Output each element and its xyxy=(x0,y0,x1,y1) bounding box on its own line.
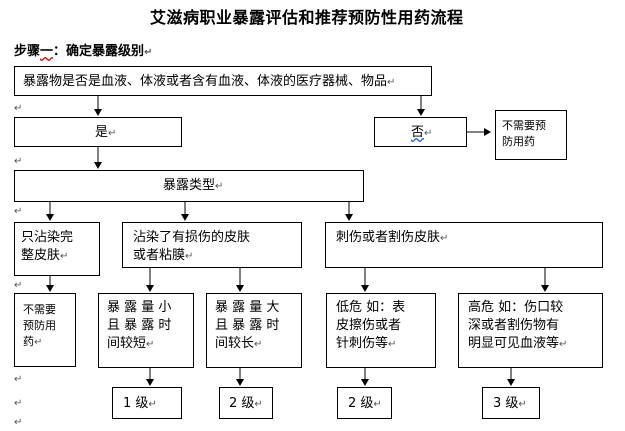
damaged-skin-box: 沾染了有损伤的皮肤 或者粘膜↵ xyxy=(122,222,302,268)
paragraph-mark: ↵ xyxy=(387,77,396,88)
level-text: 2 级 xyxy=(348,396,374,411)
intact-skin-line: 只沾染完 xyxy=(21,230,74,245)
no-text: 否 xyxy=(411,125,425,140)
paragraph-mark: ↵ xyxy=(14,206,23,217)
paragraph-mark: ↵ xyxy=(14,417,23,428)
exposure-type-box: 暴露类型↵ xyxy=(14,170,364,202)
no-result-line: 防用药 xyxy=(502,135,535,148)
large-exposure-line: 且 暴 露 时 xyxy=(215,318,280,333)
high-risk-box: 高危 如：伤口较 深或者割伤物有 明显可见血液等↵ xyxy=(458,293,603,368)
paragraph-mark: ↵ xyxy=(14,374,23,385)
paragraph-mark: ↵ xyxy=(518,399,527,410)
low-risk-line: 皮擦伤或者 xyxy=(336,318,402,333)
paragraph-mark: ↵ xyxy=(440,233,449,244)
question-box: 暴露物是否是血液、体液或者含有血液、体液的医疗器械、物品↵ xyxy=(14,66,432,96)
step-prefix: 步骤 xyxy=(14,44,41,59)
paragraph-mark: ↵ xyxy=(144,47,153,58)
high-risk-line: 深或者割伤物有 xyxy=(468,318,560,333)
paragraph-mark: ↵ xyxy=(14,398,23,409)
level-box-d: 3 级↵ xyxy=(482,387,540,419)
exposure-type-text: 暴露类型 xyxy=(163,178,216,193)
low-risk-line: 低危 如：表 xyxy=(336,300,406,315)
paragraph-mark: ↵ xyxy=(146,339,155,350)
paragraph-mark: ↵ xyxy=(60,251,69,262)
small-exposure-line: 且 暴 露 时 xyxy=(107,318,172,333)
paragraph-mark: ↵ xyxy=(14,280,23,291)
intact-result-line: 药 xyxy=(23,335,34,348)
level-text: 1 级 xyxy=(123,396,149,411)
paragraph-mark: ↵ xyxy=(148,399,157,410)
high-risk-line: 高危 如：伤口较 xyxy=(468,300,564,315)
low-risk-box: 低危 如：表 皮擦伤或者 针刺伤等↵ xyxy=(326,293,436,368)
step-heading: 步骤一：确定暴露级别↵ xyxy=(14,40,152,59)
yes-text: 是 xyxy=(95,125,109,140)
paragraph-mark: ↵ xyxy=(215,181,224,192)
paragraph-mark: ↵ xyxy=(14,156,23,167)
paragraph-mark: ↵ xyxy=(14,103,23,114)
paragraph-mark: ↵ xyxy=(254,339,263,350)
level-box-c: 2 级↵ xyxy=(337,387,392,419)
intact-result-line: 不需要 xyxy=(23,303,56,316)
question-text: 暴露物是否是血液、体液或者含有血液、体液的医疗器械、物品 xyxy=(23,74,388,89)
yes-box: 是↵ xyxy=(14,117,182,147)
intact-result-box: 不需要 预防用 药↵ xyxy=(14,293,76,367)
damaged-skin-line: 或者粘膜 xyxy=(133,248,186,263)
high-risk-line: 明显可见血液等 xyxy=(468,336,560,351)
large-exposure-line: 暴 露 量 大 xyxy=(215,300,280,315)
low-risk-line: 针刺伤等 xyxy=(336,336,389,351)
level-text: 3 级 xyxy=(493,396,519,411)
intact-skin-box: 只沾染完 整皮肤↵ xyxy=(14,222,100,276)
no-result-line: 不需要预 xyxy=(502,119,546,132)
damaged-skin-line: 沾染了有损伤的皮肤 xyxy=(133,230,251,245)
no-box: 否↵ xyxy=(374,117,467,147)
no-result-box: 不需要预 防用药 xyxy=(495,110,567,160)
step-suffix: ：确定暴露级别 xyxy=(53,44,145,59)
paragraph-mark: ↵ xyxy=(373,399,382,410)
level-box-a: 1 级↵ xyxy=(112,387,182,419)
paragraph-mark: ↵ xyxy=(388,339,397,350)
paragraph-mark: ↵ xyxy=(108,128,117,139)
large-exposure-box: 暴 露 量 大 且 暴 露 时 间较长↵ xyxy=(206,293,302,368)
intact-skin-line: 整皮肤 xyxy=(21,248,61,263)
paragraph-mark: ↵ xyxy=(34,337,43,348)
paragraph-mark: ↵ xyxy=(559,339,568,350)
small-exposure-box: 暴 露 量 小 且 暴 露 时 间较短↵ xyxy=(98,293,194,368)
puncture-box: 刺伤或者割伤皮肤↵ xyxy=(325,222,603,268)
large-exposure-line: 间较长 xyxy=(215,336,255,351)
paragraph-mark: ↵ xyxy=(185,251,194,262)
intact-result-line: 预防用 xyxy=(23,319,56,332)
paragraph-mark: ↵ xyxy=(424,128,433,139)
small-exposure-line: 暴 露 量 小 xyxy=(107,300,172,315)
level-text: 2 级 xyxy=(229,396,255,411)
level-box-b: 2 级↵ xyxy=(219,387,273,419)
small-exposure-line: 间较短 xyxy=(107,336,147,351)
paragraph-mark: ↵ xyxy=(254,399,263,410)
puncture-text: 刺伤或者割伤皮肤 xyxy=(336,230,441,245)
step-number: 一 xyxy=(40,44,54,59)
page-title: 艾滋病职业暴露评估和推荐预防性用药流程 xyxy=(150,8,464,27)
